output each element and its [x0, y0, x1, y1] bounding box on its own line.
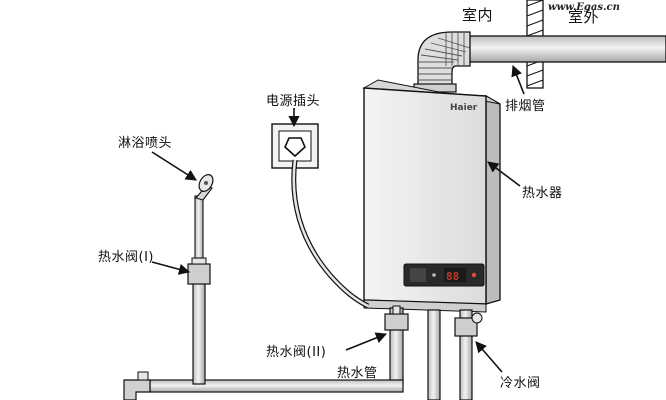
- hot-valve-2: [384, 305, 409, 331]
- label-cold-valve: 冷水阀: [500, 376, 541, 391]
- power-socket: [271, 123, 319, 169]
- label-hot-valve-1: 热水阀(I): [98, 250, 154, 265]
- hot-valve-1-leader: [151, 261, 191, 275]
- shower-riser: [187, 195, 211, 385]
- watermark: www.Egas.cn: [548, 2, 620, 13]
- label-hot-valve-2: 热水阀(II): [266, 345, 327, 360]
- hot-valve-2-leader: [345, 332, 388, 351]
- heater-display-digits: 88: [446, 270, 459, 283]
- flue-pipe: [413, 31, 666, 93]
- shower-head-leader: [151, 151, 197, 181]
- water-heater: [362, 79, 501, 313]
- cold-valve: [454, 312, 483, 337]
- water-heater-leader: [487, 161, 521, 187]
- cold-valve-leader: [475, 341, 503, 373]
- label-flue-pipe: 排烟管: [505, 99, 546, 114]
- shower-head: [195, 174, 214, 201]
- hot-water-pipe: [123, 371, 404, 400]
- label-outdoor: 室外: [568, 8, 600, 26]
- label-indoor: 室内: [462, 6, 494, 24]
- label-hot-pipe: 热水管: [337, 366, 378, 381]
- label-shower-head: 淋浴喷头: [118, 136, 173, 151]
- flue-pipe-leader: [511, 64, 525, 95]
- heater-brand-logo: Haier: [450, 103, 478, 113]
- label-water-heater: 热水器: [522, 186, 563, 201]
- label-power-plug: 电源插头: [266, 94, 321, 109]
